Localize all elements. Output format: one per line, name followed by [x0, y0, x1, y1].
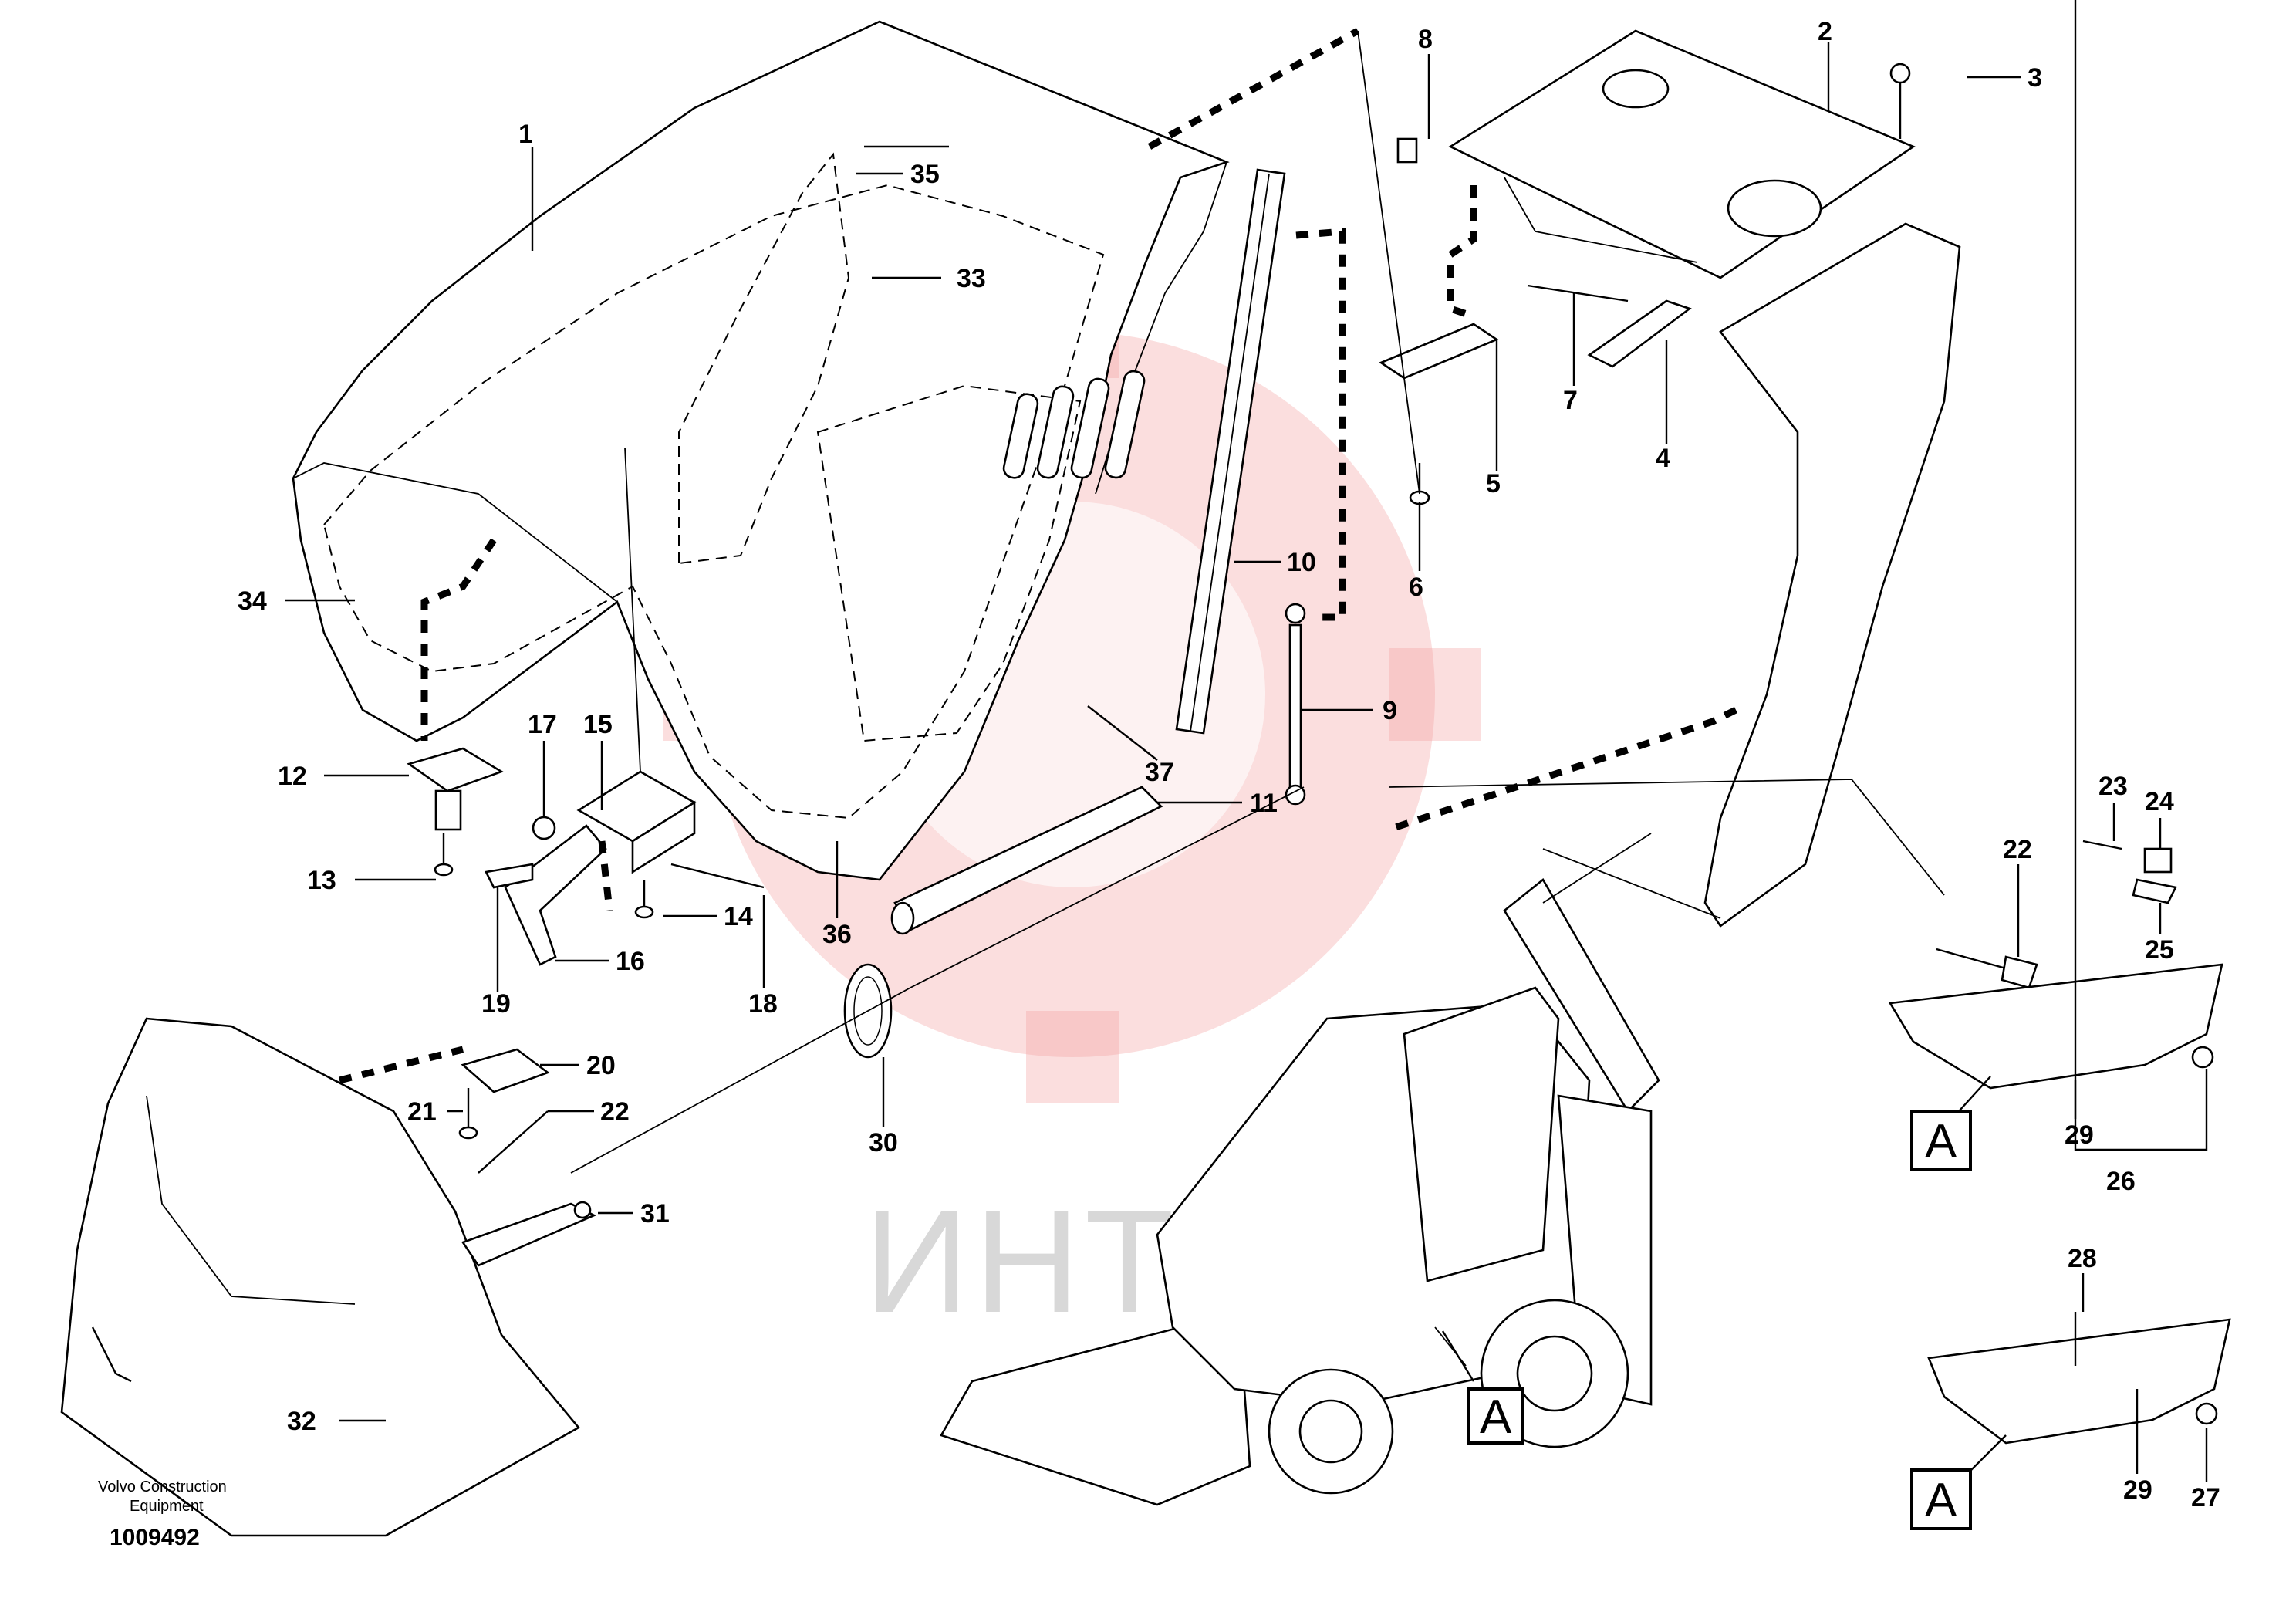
svg-text:A: A — [1925, 1115, 1957, 1168]
label-8: 8 — [1418, 25, 1433, 54]
spring-23 — [2082, 840, 2122, 850]
cable-22-left — [478, 1110, 549, 1174]
label-15: 15 — [583, 710, 613, 739]
label-19: 19 — [481, 989, 511, 1019]
label-6: 6 — [1409, 573, 1423, 602]
label-30: 30 — [869, 1128, 898, 1157]
seal-strip-lower — [890, 786, 1163, 935]
label-18: 18 — [748, 989, 778, 1019]
label-12: 12 — [278, 762, 307, 791]
manufacturer-line-1: Volvo Construction — [98, 1478, 227, 1495]
svg-text:A: A — [1925, 1474, 1957, 1527]
bolt-13 — [434, 833, 454, 877]
label-29-upper: 29 — [2065, 1120, 2094, 1150]
label-36: 36 — [822, 920, 852, 949]
step-guard-lower — [1927, 1312, 2231, 1445]
clamp-30 — [843, 963, 893, 1059]
label-24: 24 — [2145, 787, 2174, 816]
label-25: 25 — [2145, 935, 2174, 965]
manufacturer-line-2: Equipment — [130, 1498, 204, 1515]
label-35: 35 — [910, 160, 940, 189]
label-20: 20 — [586, 1051, 616, 1080]
label-29-lower: 29 — [2123, 1475, 2152, 1505]
label-31: 31 — [640, 1199, 670, 1228]
label-33: 33 — [957, 264, 986, 293]
step-guard-upper — [1888, 963, 2223, 1090]
label-32: 32 — [287, 1407, 316, 1436]
label-26: 26 — [2106, 1167, 2136, 1196]
label-17: 17 — [528, 710, 557, 739]
catch-24 — [2143, 847, 2173, 874]
assembly-guide-lines — [338, 28, 1945, 1367]
view-marker-a-upper: A — [1910, 1110, 1972, 1171]
label-16: 16 — [616, 947, 645, 976]
view-marker-a-main: A — [1467, 1387, 1524, 1445]
leader-lines — [285, 0, 2208, 1482]
label-5: 5 — [1486, 469, 1501, 498]
bolt-3 — [1889, 63, 1911, 139]
latch-12 — [407, 747, 505, 831]
svg-text:A: A — [1480, 1391, 1512, 1444]
clip-25 — [2132, 878, 2177, 904]
label-3: 3 — [2028, 63, 2042, 93]
side-panel-left — [60, 1017, 581, 1537]
pin-18 — [670, 863, 765, 889]
label-27: 27 — [2191, 1483, 2220, 1512]
bracket-4 — [1587, 299, 1692, 368]
label-34: 34 — [238, 586, 267, 616]
bracket-19 — [485, 863, 534, 889]
label-2: 2 — [1818, 17, 1832, 46]
label-11: 11 — [1250, 789, 1278, 818]
nut-17 — [532, 816, 556, 840]
side-panel-right — [1703, 222, 1961, 928]
handle-16 — [504, 824, 607, 966]
seal-strip-vertical — [1175, 168, 1286, 735]
label-1: 1 — [518, 120, 533, 149]
bolt-21 — [458, 1088, 478, 1140]
latch-plate-20 — [461, 1048, 550, 1093]
label-21: 21 — [407, 1097, 437, 1127]
label-28: 28 — [2068, 1244, 2097, 1273]
label-10: 10 — [1287, 548, 1316, 577]
hood-vents — [1002, 370, 1146, 479]
label-13: 13 — [307, 866, 336, 895]
bracket-15 — [576, 770, 697, 874]
support-arm — [461, 1201, 597, 1267]
label-22-left: 22 — [600, 1097, 630, 1127]
view-marker-a-lower: A — [1910, 1468, 1972, 1530]
label-37: 37 — [1145, 758, 1174, 787]
document-number: 1009492 — [110, 1525, 200, 1550]
gas-strut — [1285, 603, 1306, 806]
label-14: 14 — [724, 902, 753, 931]
clip-8 — [1396, 137, 1418, 164]
mounting-plate — [1448, 29, 1916, 279]
bolt-14 — [634, 880, 654, 919]
label-22-right: 22 — [2003, 835, 2032, 864]
backhoe-loader-illustration — [940, 878, 1660, 1506]
label-7: 7 — [1563, 386, 1578, 415]
label-4: 4 — [1656, 444, 1670, 473]
cable-22-right — [1936, 948, 2038, 989]
label-23: 23 — [2098, 772, 2128, 801]
part-number-labels: 1 2 3 4 5 6 7 8 9 10 11 12 13 14 15 16 1… — [238, 17, 2220, 1512]
label-9: 9 — [1383, 696, 1397, 725]
bolt-6 — [1409, 463, 1430, 505]
pin-7 — [1527, 284, 1629, 302]
